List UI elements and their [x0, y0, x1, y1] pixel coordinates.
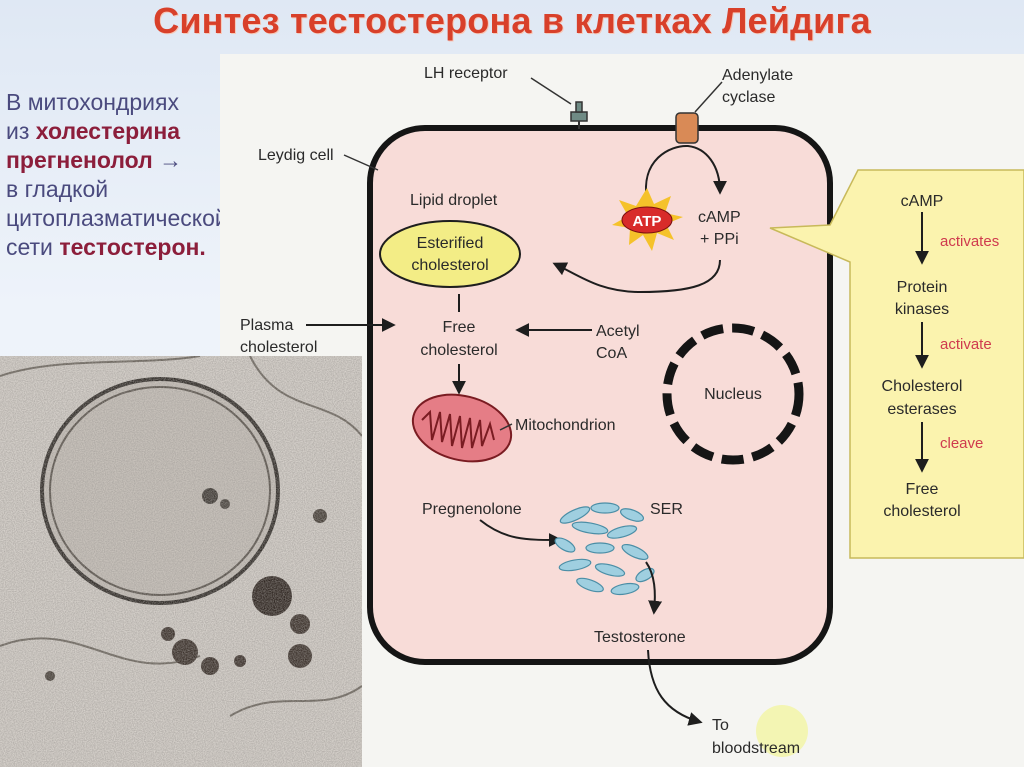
adenylate-cyclase-icon — [675, 112, 699, 144]
mitochondrion-label: Mitochondrion — [515, 417, 616, 434]
intro-line-6: сети тестостерон. — [6, 234, 206, 260]
testosterone-label: Testosterone — [594, 629, 686, 646]
cascade-box — [769, 169, 1024, 559]
atp-burst — [612, 188, 683, 251]
cascade-free-label-1: Free — [906, 481, 939, 498]
cascade-free-label-2: cholesterol — [883, 503, 960, 520]
testosterone-term: тестостерон. — [59, 234, 206, 260]
atp-label: ATP — [633, 213, 662, 230]
intro-line-3: прегненолол → — [6, 147, 183, 173]
intro-line-2: из холестерина — [6, 118, 181, 144]
cascade-protein-label-2: kinases — [895, 301, 949, 318]
camp-to-droplet-arrow — [552, 259, 721, 294]
lipid-droplet-label: Lipid droplet — [410, 192, 498, 209]
nucleus-label: Nucleus — [704, 386, 762, 403]
ser-icon — [554, 502, 655, 596]
cascade-cleave-label: cleave — [940, 435, 983, 452]
esterified-cholesterol-label-1: Esterified — [417, 235, 484, 252]
lh-receptor-label: LH receptor — [424, 65, 508, 82]
leydig-cell-pointer — [343, 154, 379, 171]
nucleus-membrane — [662, 323, 804, 465]
slide-title: Синтез тестостерона в клетках Лейдига — [153, 0, 871, 41]
lh-receptor-pointer — [530, 77, 572, 105]
mitochondrion-pointer — [499, 423, 513, 431]
free-cholesterol-label-1: Free — [443, 319, 476, 336]
ser-to-testosterone-arrow — [645, 561, 663, 615]
cholesterol-term: холестерина — [35, 118, 181, 144]
bloodstream-label-1: To — [712, 717, 729, 734]
adenylate-cyclase-pointer — [694, 81, 723, 113]
cascade-esterase-label-2: esterases — [887, 401, 956, 418]
intro-line-4: в гладкой — [6, 176, 109, 202]
pregnenolone-label: Pregnenolone — [422, 501, 522, 518]
bloodstream-label-2: bloodstream — [712, 740, 800, 757]
ppi-label: + PPi — [700, 231, 739, 248]
cascade-protein-label-1: Protein — [897, 279, 948, 296]
adenylate-cyclase-label-2: cyclase — [722, 89, 775, 106]
cascade-camp-label: cAMP — [901, 193, 944, 210]
free-cholesterol-label-2: cholesterol — [420, 342, 497, 359]
lh-receptor-icon — [570, 101, 588, 129]
testosterone-to-bloodstream-arrow — [647, 649, 703, 726]
electron-micrograph — [0, 356, 362, 767]
atp-to-camp-arrow — [644, 144, 727, 201]
pregnenolone-term: прегненолол — [6, 147, 153, 173]
esterified-cholesterol-label-2: cholesterol — [411, 257, 488, 274]
plasma-cholesterol-label-2: cholesterol — [240, 339, 317, 356]
intro-text: В митохондриях из холестерина прегненоло… — [6, 88, 296, 262]
intro-line-1: В митохондриях — [6, 89, 179, 115]
adenylate-cyclase-label-1: Adenylate — [722, 67, 793, 84]
mitochondrion-icon — [411, 393, 513, 463]
cascade-activates-label: activates — [940, 233, 999, 250]
intro-line-5: цитоплазматической — [6, 205, 228, 231]
cascade-activate-label: activate — [940, 336, 992, 353]
camp-label: cAMP — [698, 209, 741, 226]
ser-label: SER — [650, 501, 683, 518]
pregnenolone-to-ser-arrow — [479, 519, 563, 547]
cascade-esterase-label-1: Cholesterol — [882, 378, 963, 395]
cursor-highlight — [756, 705, 808, 757]
plasma-cholesterol-label-1: Plasma — [240, 317, 293, 334]
micrograph-image — [0, 356, 362, 767]
lipid-droplet — [379, 220, 521, 288]
leydig-cell-label: Leydig cell — [258, 147, 334, 164]
acetyl-coa-label-2: CoA — [596, 345, 627, 362]
acetyl-coa-label-1: Acetyl — [596, 323, 640, 340]
